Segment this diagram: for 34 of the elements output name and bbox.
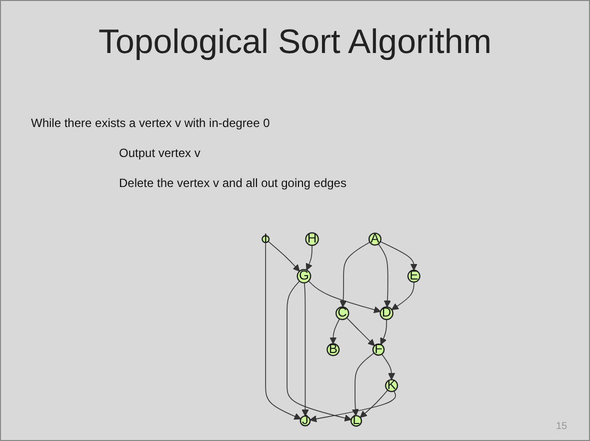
arrow (265, 242, 302, 420)
node-circle: B (326, 343, 340, 356)
arrow (380, 319, 387, 345)
node-circle: G (296, 268, 312, 284)
arrow (391, 282, 414, 310)
arrow (378, 244, 391, 308)
arrow (380, 241, 418, 271)
node-circle: L (350, 415, 362, 427)
arrow (340, 242, 370, 308)
arrow (330, 318, 340, 344)
arrow (346, 317, 375, 346)
node-circle: C (335, 306, 350, 320)
arrow (286, 280, 352, 422)
node-circle: E (407, 270, 420, 283)
node-circle: K (385, 379, 398, 392)
arrow (381, 354, 396, 380)
arrow (360, 390, 388, 418)
node-circle: H (305, 232, 319, 246)
arrow (310, 390, 396, 422)
node-circle: A (368, 232, 382, 246)
page-number: 15 (556, 421, 568, 432)
arrow (306, 244, 312, 270)
slide-title: Topological Sort Algorithm (97, 23, 493, 62)
node-circle: D (380, 306, 394, 320)
arrow (302, 282, 309, 416)
node-circle: J (300, 415, 311, 426)
node-circle: I (262, 235, 270, 244)
algorithm-step: While there exists a vertex v with in-degree 0 (31, 116, 270, 130)
algorithm-step: Output vertex v (119, 146, 200, 160)
arrow (268, 240, 300, 272)
node-circle: F (372, 343, 385, 356)
arrow (308, 280, 381, 314)
arrow (352, 352, 375, 416)
algorithm-step: Delete the vertex v and all out going edges (119, 176, 346, 190)
